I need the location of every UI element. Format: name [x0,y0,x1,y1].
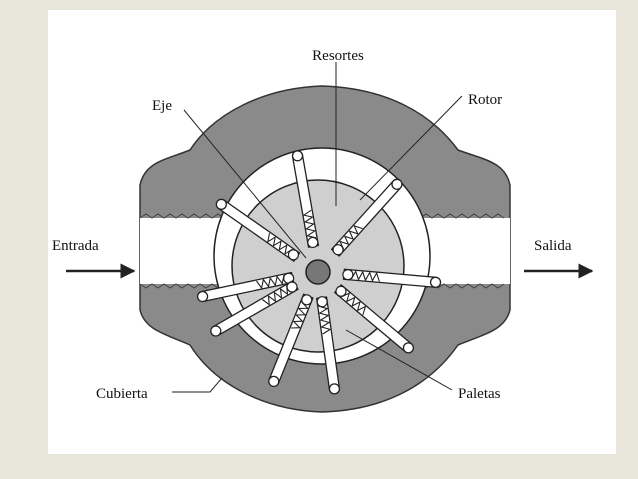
leader-cubierta [172,377,223,393]
label-rotor: Rotor [468,92,502,108]
spring [339,224,363,250]
vane-tip [328,383,341,395]
spring [256,275,285,290]
label-salida: Salida [534,238,572,254]
vane-slot-hole [335,285,347,297]
label-paletas: Paletas [458,386,501,402]
vane-slot-hole [342,269,354,281]
label-eje: Eje [152,98,172,114]
leader-lines [172,62,463,393]
vanes-group [196,150,442,395]
spring [351,269,380,283]
vane-tip [291,150,304,162]
vane-slot-hole [286,281,298,293]
vane-tip [215,198,227,210]
spring [318,305,332,335]
leader-paletas [345,329,453,391]
leader-rotor [359,95,463,201]
spring [302,209,317,239]
vane-tip [402,342,415,354]
spring [291,301,309,329]
label-entrada: Entrada [52,238,99,254]
vane-tip [210,325,222,337]
vane-slot-hole [332,244,344,256]
spring [341,291,367,316]
leader-eje [183,109,307,259]
vane-tip [429,276,442,288]
vane-slot-hole [287,249,300,261]
shaft [305,259,331,285]
vane-slot-hole [301,294,313,306]
vane-slot-hole [307,236,319,249]
label-resortes: Resortes [312,48,364,64]
vane-slot-hole [316,296,328,308]
label-cubierta: Cubierta [96,386,148,402]
vane-tip [196,290,209,303]
spring [261,285,289,306]
vane-tip [391,178,403,190]
vane-tip [268,375,280,388]
outlet-channel [419,213,510,289]
spring [267,233,293,255]
